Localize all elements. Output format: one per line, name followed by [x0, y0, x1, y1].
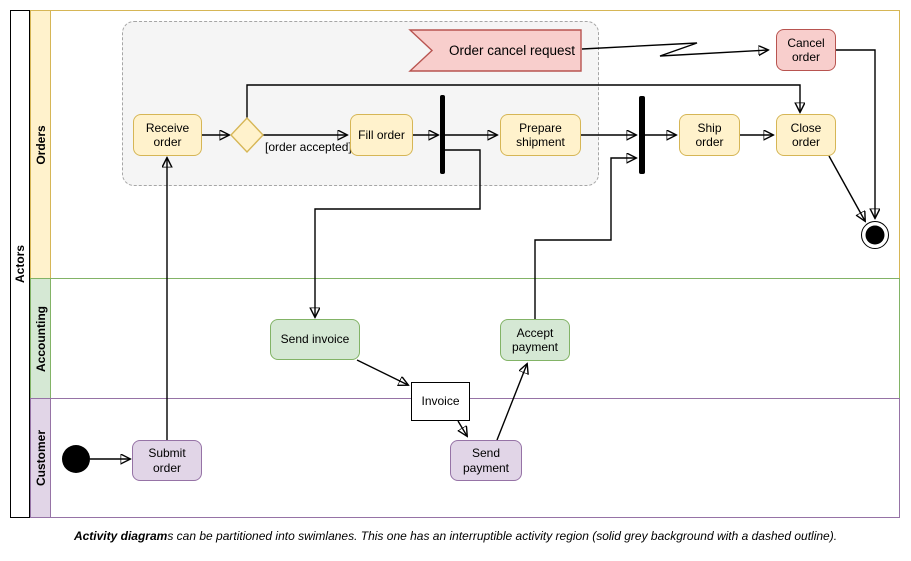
action-submit-order[interactable]: Submit order	[132, 440, 202, 481]
final-node[interactable]	[861, 221, 889, 249]
caption: Activity diagrams can be partitioned int…	[0, 529, 911, 543]
swimlane-customer-header: Customer	[31, 399, 51, 517]
edge-decision-to-close	[246, 84, 800, 118]
action-send-payment[interactable]: Send payment	[450, 440, 522, 481]
caption-bold: Activity diagram	[73, 529, 168, 543]
action-send-invoice[interactable]: Send invoice	[270, 319, 360, 360]
action-fill-order[interactable]: Fill order	[350, 114, 413, 156]
final-node-dot	[865, 225, 885, 245]
edge-accept-to-join	[534, 158, 636, 320]
swimlane-accounting-header: Accounting	[31, 279, 51, 398]
edge-cancel-to-final	[836, 49, 875, 218]
edge-invoice-to-sendpayment	[458, 420, 467, 436]
decision-diamond[interactable]	[230, 116, 264, 154]
action-receive-order[interactable]: Receive order	[133, 114, 202, 156]
caption-rest: s can be partitioned into swimlanes. Thi…	[167, 529, 838, 543]
action-ship-order[interactable]: Ship order	[679, 114, 740, 156]
action-prepare-shipment[interactable]: Prepare shipment	[500, 114, 581, 156]
object-invoice[interactable]: Invoice	[411, 382, 470, 421]
action-cancel-order[interactable]: Cancel order	[776, 29, 836, 71]
edge-fork-to-sendinvoice	[315, 149, 481, 317]
edge-sendinvoice-to-invoice	[356, 359, 408, 385]
signal-label: Order cancel request	[449, 43, 575, 58]
pool-actors: Actors	[10, 10, 30, 518]
edge-sendpayment-to-accept	[496, 364, 527, 441]
action-close-order[interactable]: Close order	[776, 114, 836, 156]
join-bar[interactable]	[639, 96, 645, 174]
fork-bar[interactable]	[440, 95, 445, 174]
edge-close-to-final	[828, 155, 865, 221]
action-accept-payment[interactable]: Accept payment	[500, 319, 570, 361]
signal-order-cancel-request[interactable]	[408, 29, 582, 72]
guard-label: [order accepted]	[265, 140, 352, 154]
swimlane-orders-header: Orders	[31, 11, 51, 278]
edge-interrupt-zigzag	[581, 42, 768, 57]
initial-node[interactable]	[62, 445, 90, 473]
